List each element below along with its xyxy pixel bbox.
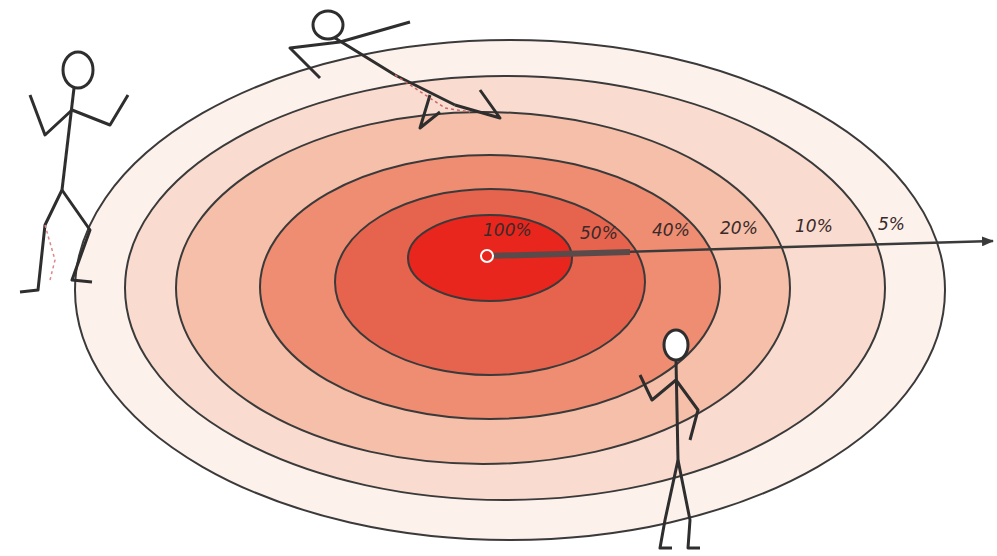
percent-label: 5% <box>878 216 905 233</box>
zone-40 <box>260 155 720 419</box>
zone-20 <box>176 112 790 464</box>
zone-50 <box>335 189 645 375</box>
percent-label: 50% <box>580 225 618 242</box>
zone-100 <box>408 215 572 301</box>
lying-figure <box>290 11 500 128</box>
percent-label: 100% <box>483 222 532 239</box>
zone-5 <box>75 40 945 540</box>
radius-bar <box>487 252 630 256</box>
percent-label: 40% <box>652 222 690 239</box>
distance-arrow <box>487 241 993 256</box>
standing-figure <box>640 330 700 548</box>
running-figure <box>20 52 128 292</box>
percent-label: 20% <box>720 220 758 237</box>
percent-label: 10% <box>795 218 833 235</box>
epicenter <box>481 250 493 262</box>
zone-10 <box>125 76 885 500</box>
